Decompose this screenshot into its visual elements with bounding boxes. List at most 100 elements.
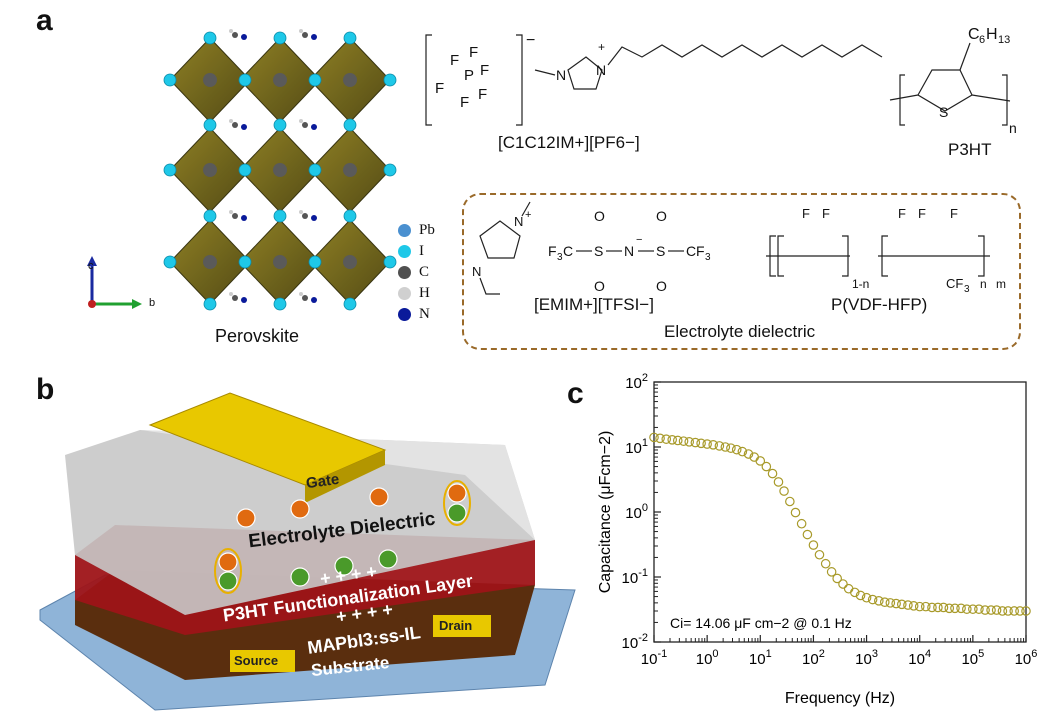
panel-letter-b: b [36, 373, 55, 406]
electrolyte-dielectric-box [462, 193, 1021, 350]
data-point [737, 446, 748, 457]
data-point [855, 590, 866, 601]
svg-text:F: F [460, 94, 469, 111]
svg-text:+: + [598, 40, 605, 54]
x-tick-label: 100 [696, 648, 719, 668]
svg-text:F: F [548, 243, 557, 259]
svg-text:CF: CF [946, 276, 963, 291]
svg-text:3: 3 [705, 252, 711, 263]
data-point [708, 440, 718, 450]
svg-text:C: C [563, 243, 573, 259]
source-label: Source [234, 653, 279, 668]
data-point [962, 604, 972, 614]
axis-c-label: c [88, 260, 94, 272]
svg-text:3: 3 [557, 252, 563, 263]
emim-tfsi-label: [EMIM+][TFSI−] [534, 295, 654, 314]
panel-letter-a: a [36, 4, 53, 37]
svg-text:F: F [950, 206, 958, 221]
legend-item-i: I [398, 243, 424, 260]
svg-text:O: O [594, 278, 605, 294]
svg-text:S: S [594, 243, 603, 259]
electrolyte-box-title: Electrolyte dielectric [664, 322, 816, 341]
legend-item-c: C [398, 264, 429, 281]
y-tick-label: 101 [625, 437, 648, 457]
data-point [696, 438, 706, 449]
svg-text:F: F [696, 243, 705, 259]
data-point [726, 443, 736, 453]
svg-text:S: S [939, 104, 948, 120]
data-point [914, 601, 925, 612]
x-tick-label: 104 [908, 648, 931, 668]
chart-annotation: Ci= 14.06 μF cm−2 @ 0.1 Hz [670, 615, 852, 631]
data-point [885, 598, 896, 608]
x-tick-label: 10-1 [641, 648, 667, 668]
x-tick-label: 105 [961, 648, 984, 668]
data-point [761, 461, 772, 472]
device-schematic [39, 392, 576, 711]
data-point [879, 597, 890, 607]
data-point [974, 604, 984, 614]
svg-text:F: F [802, 206, 810, 221]
data-point [933, 602, 943, 613]
svg-text:3: 3 [964, 284, 970, 295]
data-point [927, 602, 937, 613]
data-point [720, 442, 731, 452]
data-point [956, 603, 966, 614]
data-point [950, 603, 960, 614]
svg-text:6: 6 [979, 34, 985, 46]
data-point [690, 437, 701, 448]
plot-frame [653, 381, 1027, 643]
y-tick-label: 102 [625, 372, 648, 392]
data-point [891, 598, 901, 609]
data-point [938, 602, 949, 613]
ionic-liquid-structures: − F F F P F F F N N + S C 6 H 13 n [425, 26, 1017, 136]
data-point [714, 441, 725, 451]
svg-text:N: N [514, 214, 523, 229]
y-axis-label: Capacitance (μFcm−2) [597, 431, 614, 594]
data-point [655, 433, 665, 444]
svg-text:F: F [450, 52, 459, 69]
svg-text:m: m [996, 277, 1006, 291]
svg-text:n: n [980, 277, 987, 291]
svg-text:n: n [1009, 120, 1017, 136]
data-point [903, 600, 913, 610]
data-point [820, 558, 831, 569]
data-point [661, 434, 672, 444]
data-point [867, 594, 878, 605]
svg-text:N: N [556, 67, 566, 83]
svg-text:F: F [918, 206, 926, 221]
data-point [814, 549, 825, 560]
data-point [986, 605, 996, 615]
data-point [767, 468, 778, 479]
axis-triad-icon [87, 256, 142, 309]
data-point [838, 579, 848, 589]
data-point [968, 604, 978, 614]
drain-label: Drain [439, 618, 473, 633]
svg-text:H: H [986, 26, 998, 43]
legend-item-pb: Pb [398, 222, 435, 239]
h-atom-icon [398, 287, 411, 300]
data-point [785, 496, 795, 507]
data-point [808, 540, 819, 550]
svg-text:N: N [624, 243, 634, 259]
data-point [672, 435, 683, 446]
data-point [874, 596, 884, 606]
svg-text:N: N [472, 264, 481, 279]
svg-text:S: S [656, 243, 665, 259]
x-axis-label: Frequency (Hz) [785, 690, 895, 707]
p3ht-label: P3HT [948, 140, 992, 159]
perovskite-label: Perovskite [215, 326, 300, 346]
data-point [743, 449, 754, 459]
svg-text:N: N [596, 62, 606, 78]
y-tick-label: 10-1 [622, 567, 648, 587]
ionic-liquid-label: [C1C12IM+][PF6−] [498, 133, 640, 152]
y-tick-label: 100 [625, 502, 648, 522]
data-point [1021, 606, 1031, 616]
axis-b-label: b [149, 297, 156, 309]
data-point [755, 456, 766, 466]
data-point [796, 518, 807, 529]
svg-text:F: F [822, 206, 830, 221]
data-point [790, 507, 801, 518]
x-tick-label: 103 [855, 648, 878, 668]
